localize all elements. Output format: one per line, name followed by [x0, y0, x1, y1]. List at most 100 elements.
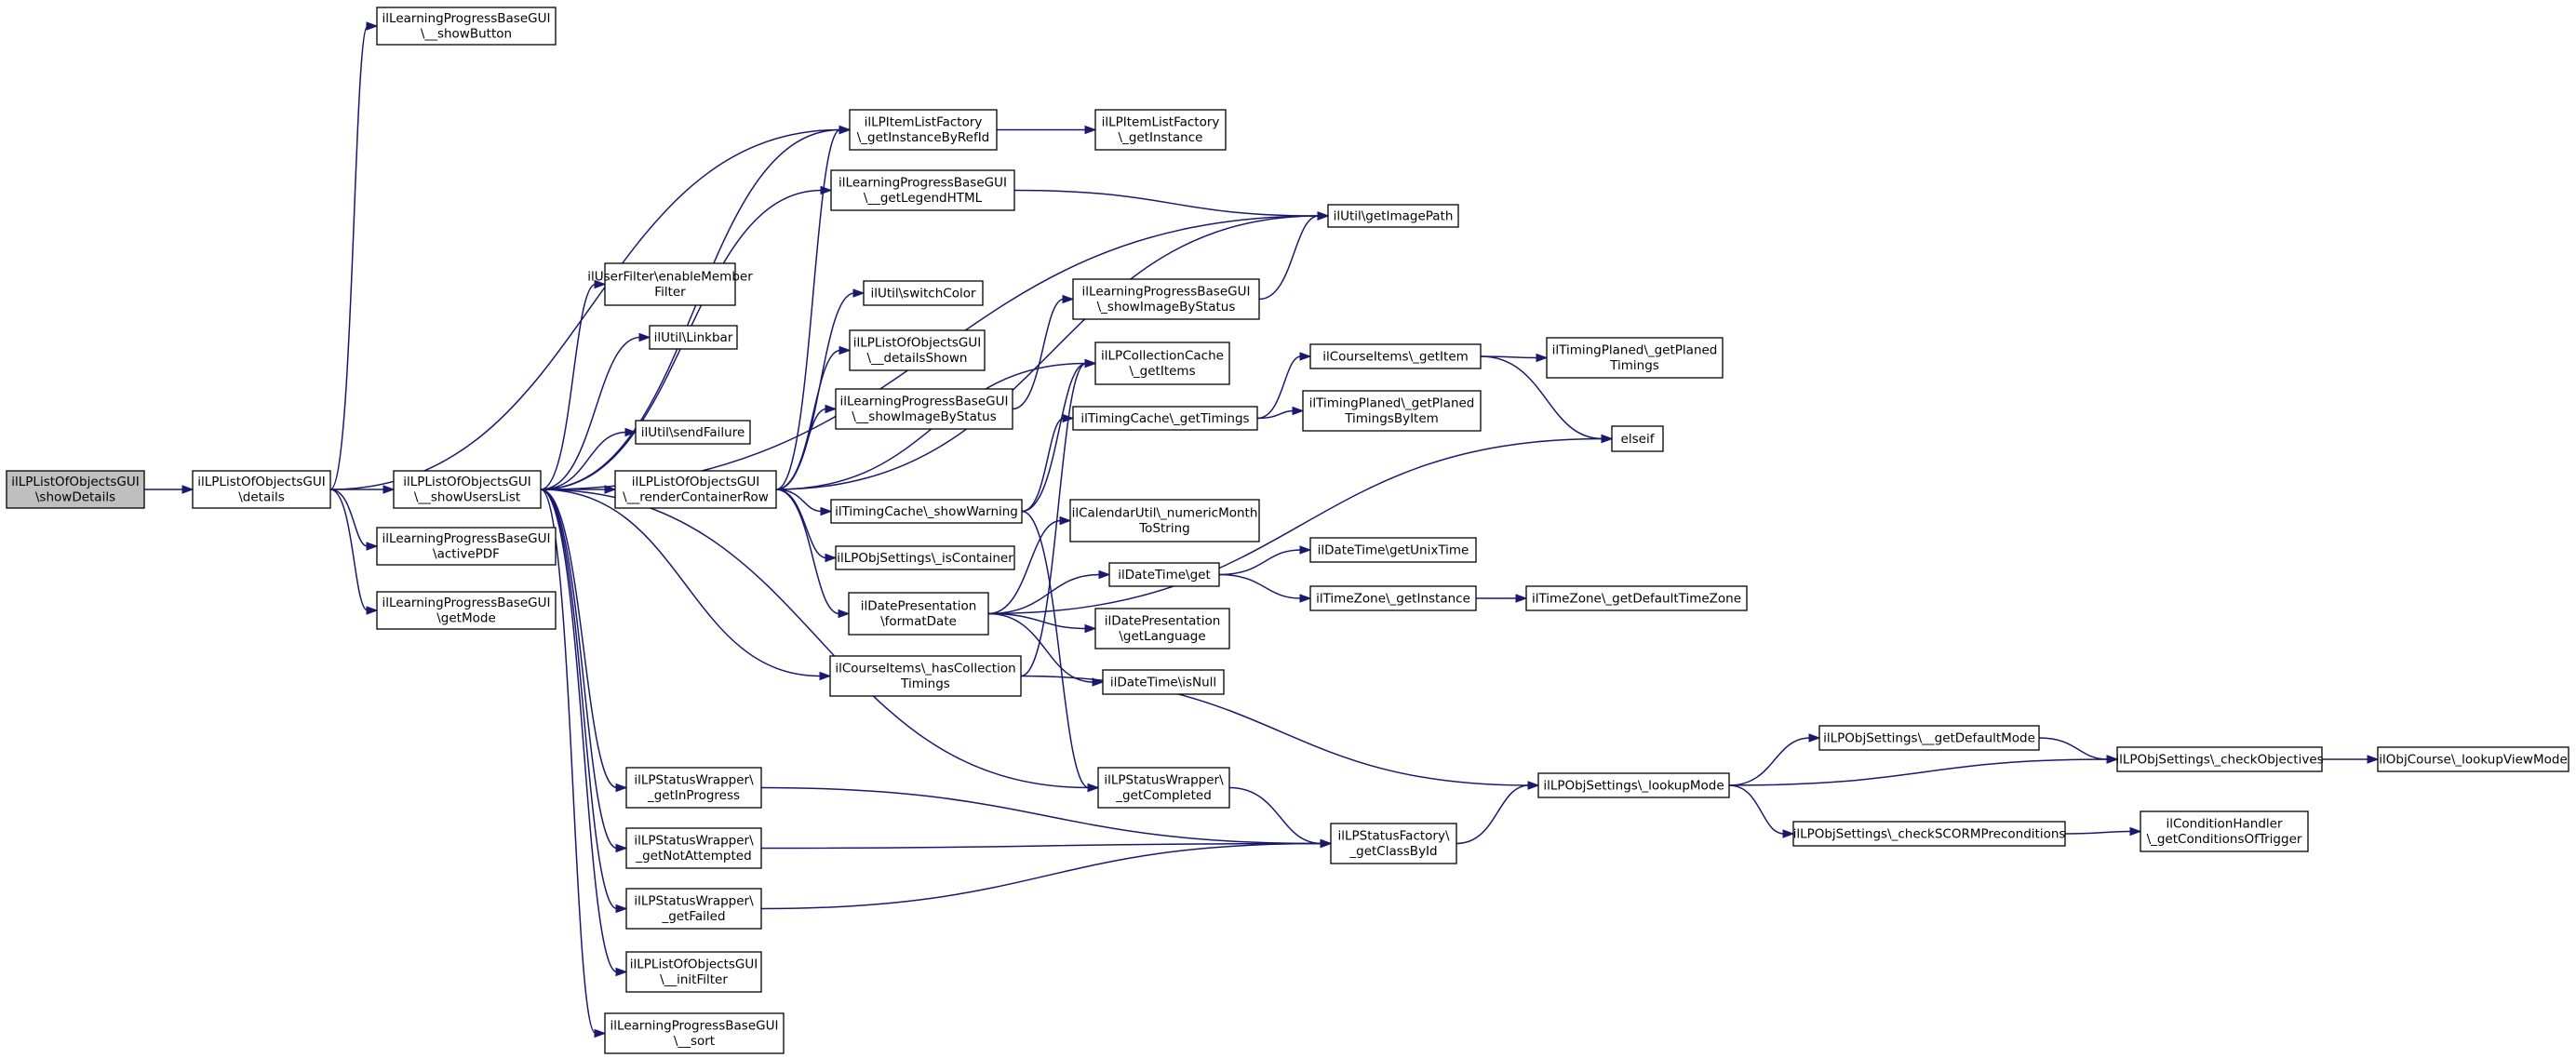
- node-illearningprogressbasegui-activepdf[interactable]: ilLearningProgressBaseGUI\activePDF: [376, 527, 557, 566]
- node-box: [1525, 585, 1748, 611]
- node-ilutil-getimagepath[interactable]: ilUtil\getImagePath: [1327, 204, 1459, 228]
- arrowhead: [839, 345, 852, 355]
- node-box: [835, 545, 1015, 570]
- node-label: ilLearningProgressBaseGUI: [1082, 285, 1251, 300]
- node-illpstatuswrapper-getfailed[interactable]: ilLPStatusWrapper\_getFailed: [625, 888, 762, 930]
- node-illpstatuswrapper-getnotattempted[interactable]: ilLPStatusWrapper\_getNotAttempted: [625, 827, 762, 869]
- node-box: [2140, 810, 2309, 852]
- node-box: [1069, 499, 1260, 542]
- node-iltimezone-getdefaulttimezone[interactable]: ilTimeZone\_getDefaultTimeZone: [1525, 585, 1748, 611]
- arrowhead: [615, 783, 628, 793]
- edge-n18-n23: [1021, 413, 1075, 513]
- node-box: [625, 888, 762, 930]
- node-label: ilUserFilter\enableMember: [587, 270, 753, 285]
- node-ilutil-switchcolor[interactable]: ilUtil\switchColor: [863, 280, 984, 306]
- node-box: [1094, 608, 1230, 650]
- node-illplistofobjectsgui-initfilter[interactable]: ilLPListOfObjectsGUI\__initFilter: [625, 951, 762, 993]
- node-illearningprogressbasegui-showimagebystatus[interactable]: ilLearningProgressBaseGUI\_showImageBySt…: [1072, 278, 1260, 320]
- arrowhead: [615, 967, 628, 977]
- node-illpstatusfactory-getclassbyid[interactable]: ilLPStatusFactory\_getClassById: [1330, 823, 1457, 864]
- node-label: ilConditionHandler: [2166, 817, 2283, 832]
- node-illplistofobjectsgui-showuserslist[interactable]: ilLPListOfObjectsGUI\__showUsersList: [393, 470, 542, 509]
- node-illplistofobjectsgui-details[interactable]: ilLPListOfObjectsGUI\details: [192, 470, 331, 509]
- node-illearningprogressbasegui-getlegendhtml[interactable]: ilLearningProgressBaseGUI\__getLegendHTM…: [830, 169, 1015, 211]
- node-label: ilLPListOfObjectsGUI: [853, 336, 981, 351]
- node-ildatepresentation-getlanguage[interactable]: ilDatePresentation\getLanguage: [1094, 608, 1230, 650]
- edge-n31-n32: [1476, 594, 1528, 603]
- edge-line: [987, 519, 1062, 615]
- node-label: ilLPCollectionCache: [1101, 349, 1224, 364]
- node-illpobjsettings-checkobjectives[interactable]: ilLPObjSettings\_checkObjectives: [2115, 746, 2324, 772]
- arrowhead: [2129, 826, 2142, 837]
- node-ilconditionhandler-getconditionsoftrigger[interactable]: ilConditionHandler\_getConditionsOfTrigg…: [2140, 810, 2309, 852]
- arrowhead: [825, 404, 838, 414]
- node-label: ilLPStatusFactory\: [1337, 829, 1449, 844]
- node-box: [1072, 406, 1258, 431]
- arrowhead: [366, 606, 379, 615]
- node-label: \getMode: [436, 611, 496, 626]
- edge-line: [329, 489, 369, 547]
- node-iltimingcache-showwarning[interactable]: ilTimingCache\_showWarning: [830, 499, 1023, 524]
- node-illpobjsettings-lookupmode[interactable]: ilLPObjSettings\_lookupMode: [1537, 772, 1730, 798]
- arrowhead: [1320, 838, 1333, 849]
- node-ildatetime-getunixtime[interactable]: ilDateTime\getUnixTime: [1309, 537, 1477, 563]
- node-box: [830, 169, 1015, 211]
- node-label: ilLPStatusWrapper\: [634, 834, 754, 849]
- node-illplistofobjectsgui-detailsshown[interactable]: ilLPListOfObjectsGUI\__detailsShown: [849, 329, 986, 371]
- node-illpobjsettings-iscontainer[interactable]: ilLPObjSettings\_isContainer: [835, 545, 1015, 570]
- edge-n1-n6: [329, 125, 852, 490]
- node-box: [376, 7, 557, 46]
- node-box: [635, 420, 751, 445]
- node-box: [604, 262, 736, 306]
- edge-n12-n17: [775, 404, 838, 490]
- node-illearningprogressbasegui-getmode[interactable]: ilLearningProgressBaseGUI\getMode: [376, 591, 557, 630]
- edge-line: [1228, 786, 1322, 845]
- node-illpitemlistfactory-getinstancebyrefid[interactable]: ilLPItemListFactory\_getInstanceByRefId: [849, 109, 998, 151]
- arrowhead: [1084, 623, 1097, 634]
- node-label: ilLPListOfObjectsGUI: [630, 958, 758, 972]
- node-illplistofobjectsgui-rendercontainerrow[interactable]: ilLPListOfObjectsGUI\__renderContainerRo…: [614, 470, 777, 509]
- node-label: \__getLegendHTML: [864, 191, 983, 206]
- edge-n3-n35: [540, 489, 628, 793]
- node-ildatetime-isnull[interactable]: ilDateTime\isNull: [1102, 669, 1225, 695]
- node-illearningprogressbasegui-showimagebystatus[interactable]: ilLearningProgressBaseGUI\__showImageByS…: [835, 388, 1013, 430]
- edge-line: [1728, 737, 1811, 786]
- edge-n20-n27: [987, 434, 1614, 615]
- node-illpstatuswrapper-getcompleted[interactable]: ilLPStatusWrapper\_getCompleted: [1097, 767, 1230, 809]
- node-label: ilTimingPlaned\_getPlaned: [1552, 343, 1718, 358]
- edge-n12-n18: [775, 489, 833, 516]
- node-label: ilLPObjSettings\_checkObjectives: [2115, 752, 2323, 767]
- node-label: \_getInstance: [1119, 130, 1203, 145]
- edge-n43-n44: [2038, 737, 2119, 764]
- node-box: [1309, 537, 1477, 563]
- node-illearningprogressbasegui-showbutton[interactable]: ilLearningProgressBaseGUI\__showButton: [376, 7, 557, 46]
- node-ilutil-linkbar[interactable]: ilUtil\Linkbar: [649, 325, 738, 350]
- node-ildatepresentation-formatdate[interactable]: ilDatePresentation\formatDate: [848, 592, 989, 636]
- arrowhead: [1084, 358, 1097, 368]
- node-ilcourseitems-getitem[interactable]: ilCourseItems\_getItem: [1309, 343, 1482, 369]
- node-iltimingcache-gettimings[interactable]: ilTimingCache\_getTimings: [1072, 406, 1258, 431]
- edge-n35-n41: [760, 786, 1333, 849]
- node-ilobjcourse-lookupviewmode[interactable]: ilObjCourse\_lookupViewMode: [2377, 746, 2569, 772]
- node-illpstatuswrapper-getinprogress[interactable]: ilLPStatusWrapper\_getInProgress: [625, 767, 762, 809]
- node-illearningprogressbasegui-sort[interactable]: ilLearningProgressBaseGUI\__sort: [604, 1012, 785, 1054]
- node-illpobjsettings-checkscormpreconditions[interactable]: ilLPObjSettings\_checkSCORMPreconditions: [1792, 821, 2066, 847]
- node-illpobjsettings-getdefaultmode[interactable]: ilLPObjSettings\__getDefaultMode: [1818, 725, 2040, 751]
- node-illpcollectioncache-getitems[interactable]: ilLPCollectionCache\_getItems: [1094, 342, 1230, 385]
- node-box: [376, 527, 557, 566]
- node-iltimezone-getinstance[interactable]: ilTimeZone\_getInstance: [1309, 585, 1477, 611]
- node-label: ilUtil\switchColor: [870, 286, 976, 301]
- node-ildatetime-get[interactable]: ilDateTime\get: [1108, 562, 1220, 587]
- node-illplistofobjectsgui-showdetails[interactable]: ilLPListOfObjectsGUI\showDetails: [6, 470, 145, 509]
- edge-n3-n10: [540, 332, 651, 490]
- edge-line: [1021, 417, 1065, 513]
- node-illpitemlistfactory-getinstance[interactable]: ilLPItemListFactory\_getInstance: [1094, 109, 1227, 151]
- node-label: ilLearningProgressBaseGUI: [839, 176, 1007, 191]
- node-elseif[interactable]: elseif: [1611, 425, 1664, 452]
- node-ilutil-sendfailure[interactable]: ilUtil\sendFailure: [635, 420, 751, 445]
